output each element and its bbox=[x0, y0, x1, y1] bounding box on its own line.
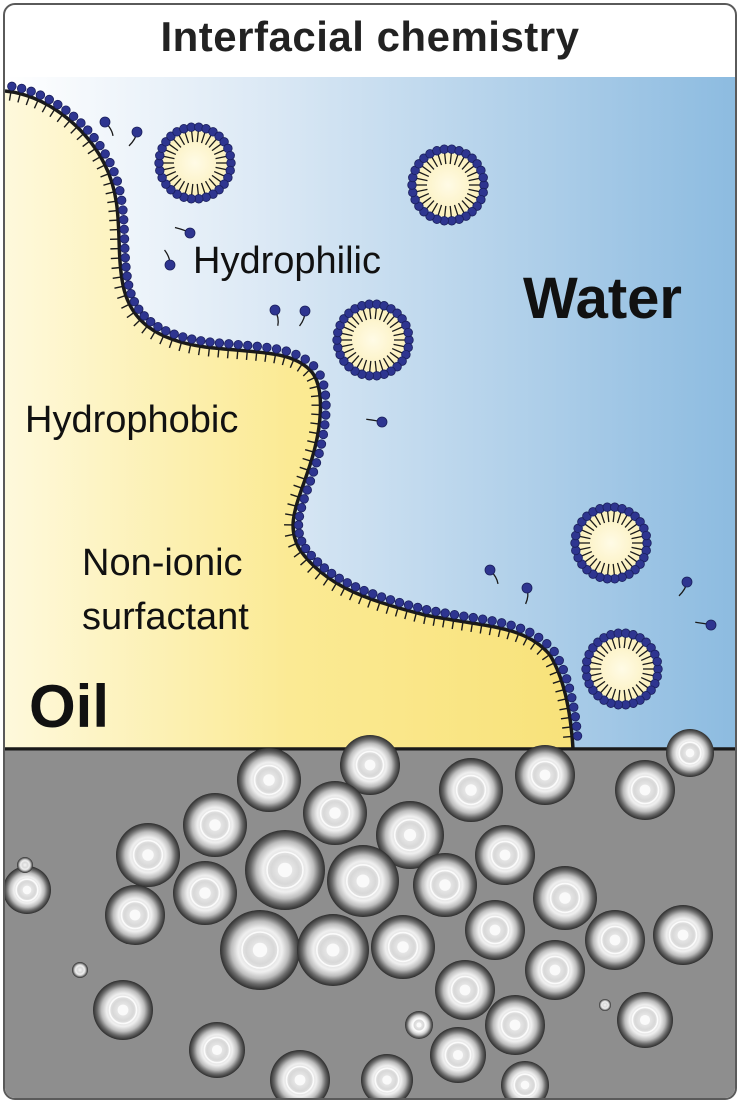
micelle bbox=[570, 502, 652, 584]
emulsion-droplet bbox=[413, 853, 477, 917]
surfactant-label-line1: Non-ionic bbox=[82, 542, 243, 584]
emulsion-droplet bbox=[5, 866, 51, 914]
emulsion-droplet bbox=[105, 885, 165, 945]
surfactant-molecule bbox=[164, 249, 176, 271]
emulsion-droplet bbox=[220, 910, 300, 990]
interface-scene: Hydrophilic Water Hydrophobic Non-ionic … bbox=[5, 77, 735, 1098]
emulsion-droplet bbox=[371, 915, 435, 979]
emulsion-droplet bbox=[465, 900, 525, 960]
emulsion-droplet bbox=[405, 1011, 433, 1039]
emulsion-droplet bbox=[297, 914, 369, 986]
figure-title: Interfacial chemistry bbox=[160, 13, 580, 60]
surfactant-molecule bbox=[299, 305, 311, 327]
emulsion-droplet bbox=[93, 980, 153, 1040]
emulsion-micrograph bbox=[5, 729, 735, 1098]
micelle bbox=[407, 144, 489, 226]
surfactant-molecule bbox=[269, 304, 281, 326]
emulsion-droplet bbox=[189, 1022, 245, 1078]
emulsion-droplet bbox=[327, 845, 399, 917]
emulsion-droplet bbox=[585, 910, 645, 970]
micelle bbox=[154, 122, 236, 204]
micelle bbox=[581, 628, 663, 710]
interface-surfactant-layer bbox=[7, 81, 583, 741]
emulsion-droplet bbox=[245, 830, 325, 910]
surfactant-molecule bbox=[678, 576, 693, 597]
surfactant-molecule bbox=[99, 116, 114, 136]
emulsion-droplet bbox=[599, 999, 611, 1011]
emulsion-droplet bbox=[617, 992, 673, 1048]
emulsion-droplet bbox=[17, 857, 33, 873]
emulsion-droplet bbox=[237, 748, 301, 812]
emulsion-droplet bbox=[485, 995, 545, 1055]
water-label: Water bbox=[523, 266, 682, 331]
emulsion-droplet bbox=[173, 861, 237, 925]
free-surfactant-molecules bbox=[99, 116, 717, 631]
emulsion-droplet bbox=[533, 866, 597, 930]
emulsion-droplet bbox=[501, 1061, 549, 1098]
emulsion-droplet bbox=[116, 823, 180, 887]
surfactant-molecule bbox=[174, 226, 196, 239]
emulsion-droplet bbox=[515, 745, 575, 805]
emulsion-droplet bbox=[666, 729, 714, 777]
surfactant-molecule bbox=[521, 582, 533, 605]
surfactant-molecule bbox=[695, 619, 717, 631]
figure-frame: Hydrophilic Water Hydrophobic Non-ionic … bbox=[3, 3, 737, 1100]
surfactant-molecule bbox=[484, 564, 499, 584]
micelle bbox=[332, 299, 414, 381]
emulsion-droplet bbox=[376, 801, 444, 869]
emulsion-droplet bbox=[435, 960, 495, 1020]
emulsion-droplet bbox=[183, 793, 247, 857]
hydrophilic-label: Hydrophilic bbox=[193, 240, 381, 282]
emulsion-droplet bbox=[430, 1027, 486, 1083]
emulsion-droplet bbox=[439, 758, 503, 822]
hydrophobic-label: Hydrophobic bbox=[25, 399, 238, 441]
emulsion-droplet bbox=[361, 1054, 413, 1098]
emulsion-droplet bbox=[340, 735, 400, 795]
surfactant-molecule bbox=[366, 416, 388, 428]
emulsion-droplet bbox=[615, 760, 675, 820]
emulsion-droplet bbox=[270, 1050, 330, 1098]
surfactant-label-line2: surfactant bbox=[82, 596, 249, 638]
emulsion-droplet bbox=[525, 940, 585, 1000]
oil-region bbox=[5, 91, 573, 749]
emulsion-droplet bbox=[303, 781, 367, 845]
micelles bbox=[154, 122, 663, 710]
emulsion-droplet bbox=[475, 825, 535, 885]
oil-water-interface bbox=[5, 89, 575, 750]
oil-label: Oil bbox=[29, 673, 109, 740]
emulsion-droplet bbox=[72, 962, 88, 978]
emulsion-droplet bbox=[653, 905, 713, 965]
surfactant-molecule bbox=[128, 126, 143, 147]
